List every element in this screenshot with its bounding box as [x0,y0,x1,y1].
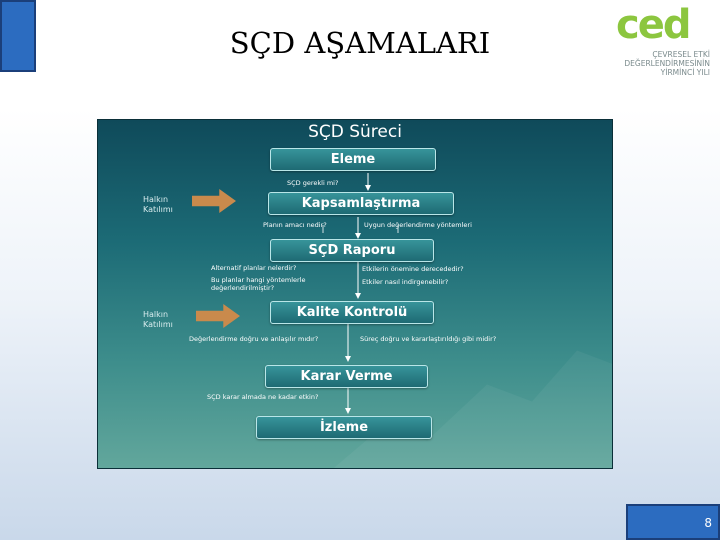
participation-line-2: Katılımı [143,205,173,214]
slide-title: SÇD AŞAMALARI [229,26,491,60]
ced-logo: ced ÇEVRESEL ETKİ DEĞERLENDİRMESİNİN YİR… [612,2,714,78]
question-impact-mitigation: Etkiler nasıl indirgenebilir? [362,278,449,286]
stage-izleme: İzleme [256,416,432,439]
question-methods-line-1: Bu planlar hangi yöntemlerle [211,276,306,284]
stage-kalite-kontrolu: Kalite Kontrolü [270,301,434,324]
question-methods-line-2: değerlendirilmiştir? [211,284,275,292]
question-alternatives: Alternatif planlar nelerdir? [211,264,297,272]
stage-sed-raporu: SÇD Raporu [270,239,434,262]
question-assessment-clear: Değerlendirme doğru ve anlaşılır mıdır? [189,335,319,343]
participation-line-2b: Katılımı [143,320,173,329]
stage-karar-verme: Karar Verme [265,365,428,388]
question-decision-effectiveness: SÇD karar almada ne kadar etkin? [207,393,319,401]
public-participation-label-2: Halkın Katılımı [143,310,173,330]
question-sed-required: SÇD gerekli mi? [287,179,339,187]
public-participation-label-1: Halkın Katılımı [143,195,173,215]
logo-line-1: ÇEVRESEL ETKİ [652,50,710,59]
page-number-box: 8 [626,504,720,540]
page-number: 8 [704,516,712,530]
question-process-correct: Süreç doğru ve kararlaştırıldığı gibi mi… [360,335,497,343]
flow-connectors [322,173,399,414]
participation-line-1: Halkın [143,195,169,204]
participation-line-1b: Halkın [143,310,169,319]
logo-line-3: YİRMİNCİ YILI [660,68,710,77]
logo-line-2: DEĞERLENDİRMESİNİN [624,59,710,68]
corner-accent [0,0,36,72]
stage-kapsamlastirma: Kapsamlaştırma [268,192,454,215]
logo-mark: ced [616,2,691,48]
stage-eleme: Eleme [270,148,436,171]
sed-process-diagram: SÇD Süreci Eleme SÇD gerekli mi? Kapsaml… [97,119,613,469]
question-impact-significance: Etkilerin önemine derecededir? [362,265,464,273]
question-assessment-methods: Uygun değerlendirme yöntemleri [364,221,472,229]
diagram-title: SÇD Süreci [308,122,402,142]
question-plan-purpose: Planın amacı nedir? [263,221,327,229]
